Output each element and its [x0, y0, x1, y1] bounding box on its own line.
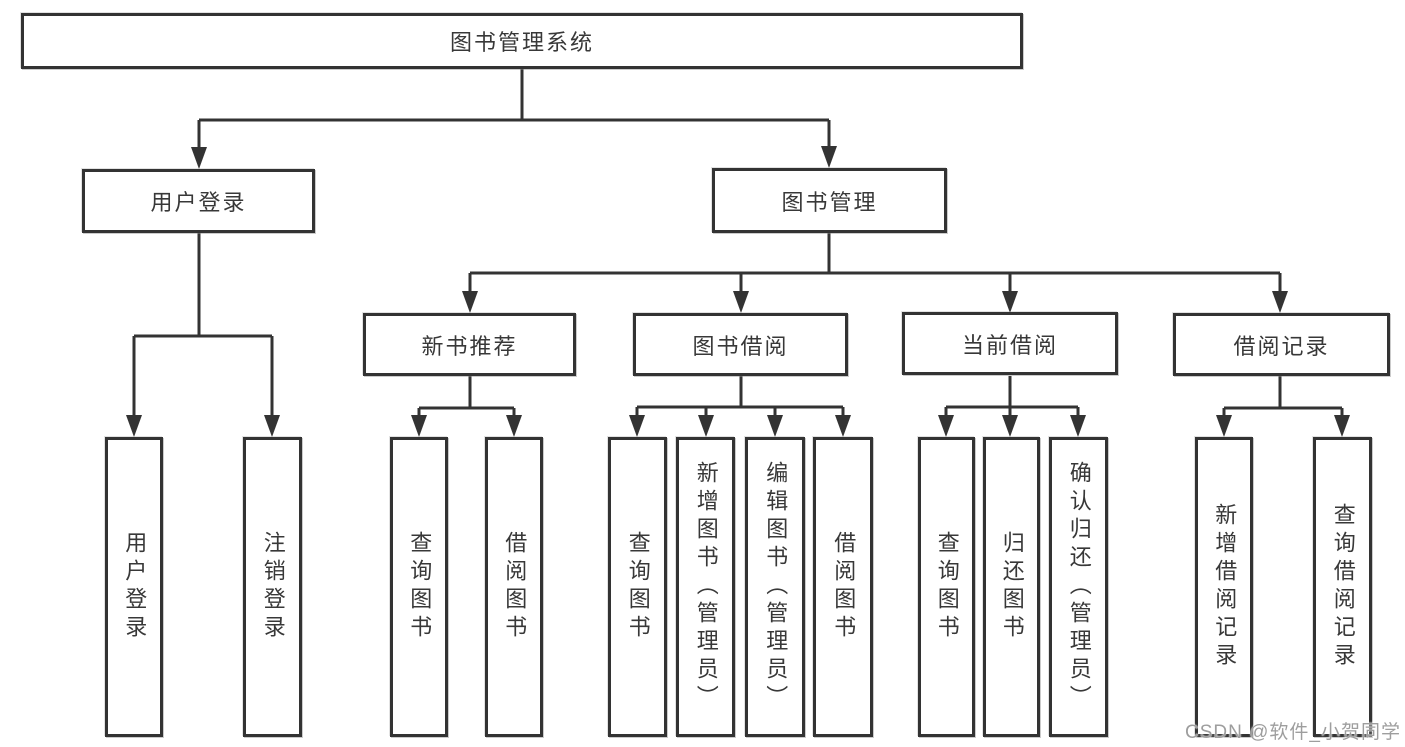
arrowhead — [629, 415, 645, 437]
leaf-records-query-borrow-record: 查询借阅记录 — [1313, 437, 1372, 737]
arrowhead — [698, 415, 714, 437]
leaf-user-login: 用户登录 — [105, 437, 163, 737]
node-user-login: 用户登录 — [82, 169, 315, 233]
node-label: 新书推荐 — [421, 333, 518, 359]
arrowhead — [506, 415, 522, 437]
node-label: 查询借阅记录 — [1330, 503, 1356, 671]
connector-root-to-level2 — [197, 69, 831, 155]
connector-borrow-to-leaves — [635, 376, 845, 423]
csdn-watermark: CSDN @软件_小贺同学 — [1185, 722, 1401, 743]
arrowhead — [264, 415, 280, 437]
node-label: 查询图书 — [407, 531, 433, 643]
leaf-records-add-borrow-record: 新增借阅记录 — [1195, 437, 1253, 737]
connector-records-to-leaves — [1222, 376, 1344, 423]
node-label: 注销登录 — [260, 531, 286, 643]
arrowhead — [191, 147, 207, 169]
arrowhead — [1070, 415, 1086, 437]
leaf-current-return-book: 归还图书 — [983, 437, 1040, 737]
arrowhead — [938, 415, 954, 437]
connector-login-to-leaves — [132, 233, 274, 423]
arrowhead — [1272, 291, 1288, 313]
node-label: 借阅图书 — [831, 531, 857, 643]
arrowhead — [733, 291, 749, 313]
arrowhead — [1334, 415, 1350, 437]
arrowhead — [767, 415, 783, 437]
leaf-borrow-query-book: 查询图书 — [608, 437, 667, 737]
node-label: 图书管理 — [781, 189, 878, 215]
node-label: 借阅图书 — [502, 531, 528, 643]
node-label: 当前借阅 — [961, 332, 1058, 358]
node-label: 新增图书（管理员） — [693, 461, 719, 713]
arrowhead — [126, 415, 142, 437]
node-label: 用户登录 — [122, 531, 148, 643]
leaf-borrow-add-book-admin: 新增图书（管理员） — [676, 437, 735, 737]
node-label: 借阅记录 — [1233, 333, 1330, 359]
connector-management-to-level3 — [468, 233, 1282, 299]
node-label: 新增借阅记录 — [1212, 503, 1238, 671]
arrowhead — [821, 146, 837, 168]
node-label: 用户登录 — [150, 190, 247, 215]
arrowhead — [1216, 415, 1232, 437]
node-new-book-recommend: 新书推荐 — [363, 313, 576, 376]
connector-recommend-to-leaves — [417, 376, 516, 423]
node-book-borrow: 图书借阅 — [633, 313, 848, 376]
node-book-management: 图书管理 — [712, 168, 947, 233]
leaf-current-confirm-return-admin: 确认归还（管理员） — [1049, 437, 1108, 737]
leaf-borrow-borrow-book: 借阅图书 — [813, 437, 873, 737]
arrowhead — [1002, 415, 1018, 437]
arrowhead — [835, 415, 851, 437]
arrowhead — [411, 415, 427, 437]
node-label: 图书管理系统 — [449, 30, 594, 55]
node-current-borrow: 当前借阅 — [902, 312, 1118, 375]
leaf-recommend-borrow-book: 借阅图书 — [485, 437, 543, 737]
arrowhead — [1002, 291, 1018, 313]
node-label: 图书借阅 — [692, 333, 789, 359]
leaf-logout-login: 注销登录 — [243, 437, 302, 737]
node-label: 归还图书 — [999, 531, 1025, 643]
node-label: 确认归还（管理员） — [1066, 461, 1092, 713]
leaf-current-query-book: 查询图书 — [918, 437, 975, 737]
leaf-borrow-edit-book-admin: 编辑图书（管理员） — [745, 437, 805, 737]
node-label: 查询图书 — [625, 531, 651, 643]
node-root-library-system: 图书管理系统 — [21, 13, 1023, 69]
node-label: 编辑图书（管理员） — [763, 461, 789, 713]
node-label: 查询图书 — [934, 531, 960, 643]
arrowhead — [462, 291, 478, 313]
node-borrow-records: 借阅记录 — [1173, 313, 1390, 376]
leaf-recommend-query-book: 查询图书 — [390, 437, 448, 737]
